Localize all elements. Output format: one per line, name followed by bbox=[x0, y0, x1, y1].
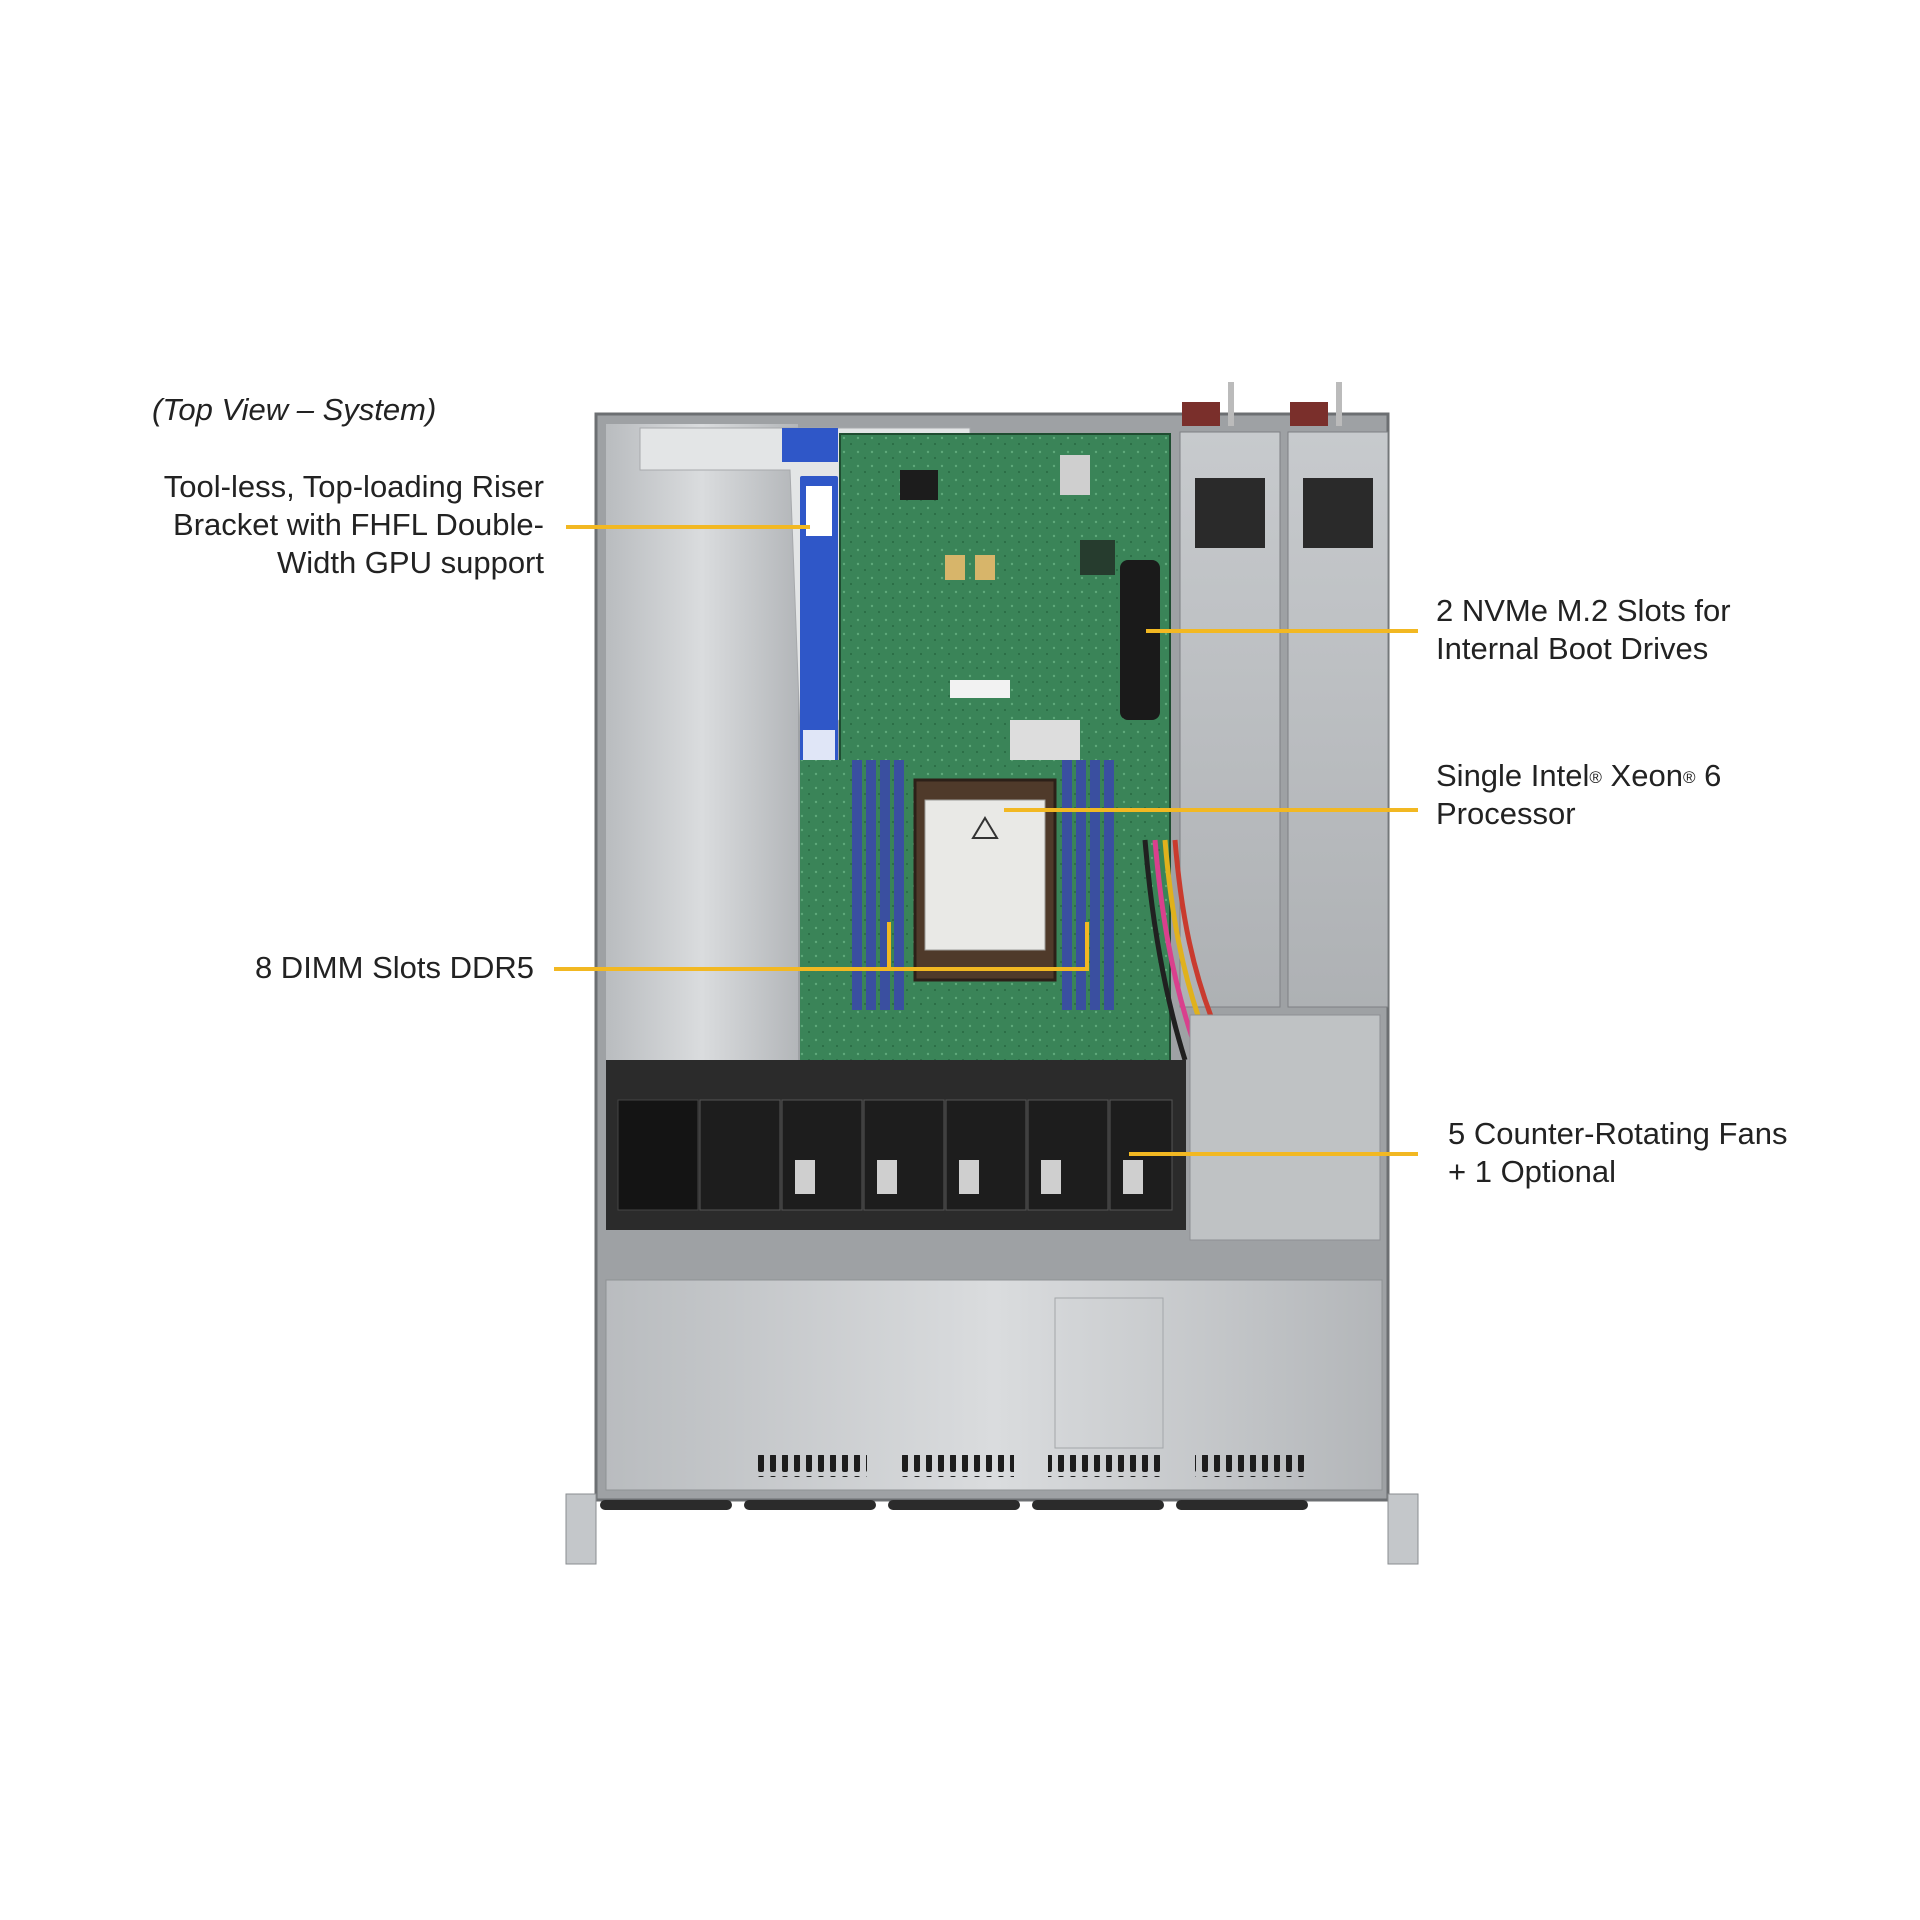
leader-line-fans bbox=[1129, 1152, 1418, 1156]
callout-fans-line-2: + 1 Optional bbox=[1448, 1154, 1617, 1189]
registered-mark-2: ® bbox=[1682, 768, 1696, 787]
callout-fans-line-1: 5 Counter-Rotating Fans bbox=[1448, 1116, 1788, 1151]
callout-cpu-text-b: Xeon bbox=[1601, 758, 1683, 793]
dimm-slots-left bbox=[852, 760, 904, 1010]
callout-dimm-line-1: 8 DIMM Slots DDR5 bbox=[254, 950, 534, 985]
callout-nvme-line-1: 2 NVMe M.2 Slots for bbox=[1436, 593, 1731, 628]
callout-riser-line-1: Tool-less, Top-loading Riser bbox=[163, 469, 544, 504]
callout-nvme-line-2: Internal Boot Drives bbox=[1436, 631, 1709, 666]
fans bbox=[617, 1099, 1173, 1211]
callout-fans: 5 Counter-Rotating Fans + 1 Optional bbox=[1448, 1115, 1787, 1191]
callout-cpu-line-1: Single Intel® Xeon® 6 bbox=[1436, 757, 1721, 795]
callout-dimm: 8 DIMM Slots DDR5 bbox=[140, 949, 534, 987]
dimm-slots-right bbox=[1062, 760, 1114, 1010]
leader-line-cpu bbox=[1004, 808, 1418, 812]
callout-cpu-text-a: Single Intel bbox=[1436, 758, 1590, 793]
view-title: (Top View – System) bbox=[152, 392, 437, 427]
leader-tick-dimm-left bbox=[887, 922, 891, 971]
leader-tick-dimm-right bbox=[1085, 922, 1089, 971]
callout-nvme: 2 NVMe M.2 Slots for Internal Boot Drive… bbox=[1436, 592, 1731, 668]
callout-riser-line-3: Width GPU support bbox=[276, 545, 544, 580]
callout-cpu: Single Intel® Xeon® 6 Processor bbox=[1436, 757, 1721, 833]
rack-ear-right bbox=[1387, 1493, 1419, 1565]
registered-mark-1: ® bbox=[1589, 768, 1602, 787]
rack-ear-left bbox=[565, 1493, 597, 1565]
callout-cpu-line-2: Processor bbox=[1436, 796, 1576, 831]
callout-cpu-text-c: 6 bbox=[1695, 758, 1722, 793]
riser-label-sticker bbox=[800, 476, 838, 776]
leader-line-dimm bbox=[554, 967, 1089, 971]
callout-riser: Tool-less, Top-loading Riser Bracket wit… bbox=[140, 468, 544, 582]
leader-line-nvme bbox=[1146, 629, 1418, 633]
callout-riser-line-2: Bracket with FHFL Double- bbox=[173, 507, 544, 542]
leader-line-riser bbox=[566, 525, 810, 529]
